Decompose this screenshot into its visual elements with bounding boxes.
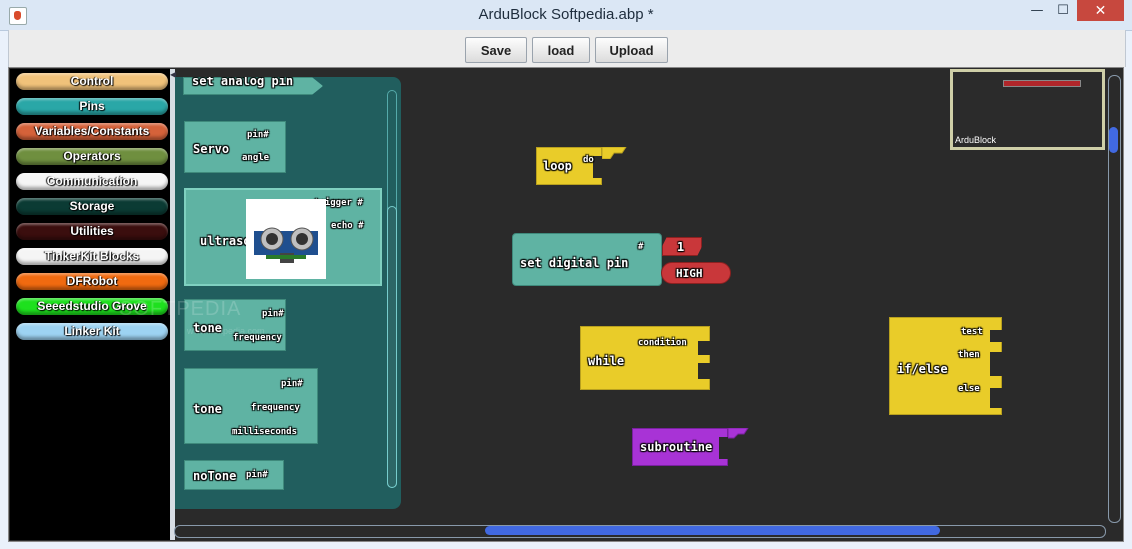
- loop-do-label: do: [583, 155, 594, 165]
- while-block[interactable]: while condition: [580, 326, 712, 390]
- minimap-label: ArduBlock: [955, 135, 997, 145]
- horizontal-scroll-thumb[interactable]: [485, 526, 940, 535]
- minimize-button[interactable]: —: [1030, 3, 1044, 18]
- subroutine-connector: [728, 428, 749, 439]
- toolbar: Save load Upload: [8, 30, 1126, 67]
- softpedia-watermark-url: www.softpedia.com: [187, 326, 265, 336]
- pin-number-block[interactable]: 1: [662, 237, 702, 256]
- category-operators[interactable]: Operators: [16, 148, 168, 165]
- set-digital-pin-label: set digital pin: [520, 256, 629, 270]
- if-test-label: test: [961, 327, 983, 337]
- upload-button[interactable]: Upload: [595, 37, 668, 63]
- window-title: ArduBlock Softpedia.abp *: [478, 6, 654, 23]
- category-utilities[interactable]: Utilities: [16, 223, 168, 240]
- maximize-button[interactable]: ☐: [1057, 3, 1069, 18]
- set-digital-pin-block[interactable]: set digital pin #: [512, 233, 662, 286]
- if-else-block[interactable]: if/else test then else: [889, 317, 1004, 415]
- subroutine-label: subroutine: [640, 440, 713, 454]
- load-button[interactable]: load: [532, 37, 590, 63]
- category-linker-kit[interactable]: Linker Kit: [16, 323, 168, 340]
- ultrasonic-sensor-image: [246, 199, 326, 279]
- category-control[interactable]: Control: [16, 73, 168, 90]
- minimap-viewport: [1003, 80, 1081, 87]
- java-app-icon[interactable]: [9, 7, 27, 25]
- while-label: while: [588, 354, 625, 368]
- category-communication[interactable]: Communication: [16, 173, 168, 190]
- category-tinkerkit-blocks[interactable]: TinkerKit Blocks: [16, 248, 168, 265]
- loop-block[interactable]: loop do: [536, 147, 607, 185]
- ultrasonic-block[interactable]: ultrasonic trigger # echo #: [184, 188, 382, 286]
- set-analog-pin-block[interactable]: set analog pin: [183, 77, 323, 95]
- save-button[interactable]: Save: [465, 37, 527, 63]
- softpedia-watermark: SOFTPEDIA: [119, 298, 242, 320]
- if-else-label: if/else: [897, 362, 948, 376]
- notone-block[interactable]: noTone pin#: [184, 460, 284, 490]
- category-pins[interactable]: Pins: [16, 98, 168, 115]
- if-then-label: then: [958, 350, 980, 360]
- block-palette[interactable]: set analog pin Servo pin# angle ultrason…: [175, 77, 401, 509]
- tone-block[interactable]: tone pin# frequency: [184, 299, 286, 351]
- pin-state-block[interactable]: HIGH: [661, 262, 731, 284]
- collapse-arrow-icon[interactable]: ◀: [170, 70, 177, 79]
- vertical-scroll-thumb[interactable]: [1109, 127, 1118, 153]
- category-seeedstudio-grove[interactable]: Seeedstudio Grove: [16, 298, 168, 315]
- loop-label: loop: [543, 159, 572, 173]
- tone-milliseconds-block[interactable]: tone pin# frequency milliseconds: [184, 368, 318, 444]
- category-dfrobot[interactable]: DFRobot: [16, 273, 168, 290]
- title-bar: ArduBlock Softpedia.abp * — ☐ ✕: [0, 0, 1132, 31]
- close-button[interactable]: ✕: [1077, 0, 1124, 21]
- minimap[interactable]: ArduBlock: [950, 69, 1105, 150]
- subroutine-block[interactable]: subroutine: [632, 428, 731, 466]
- vertical-scrollbar[interactable]: [1108, 75, 1121, 523]
- splitter-handle[interactable]: [170, 69, 175, 540]
- while-condition-label: condition: [638, 338, 687, 348]
- servo-block[interactable]: Servo pin# angle: [184, 121, 286, 173]
- pin-number-label: #: [638, 242, 644, 252]
- block-canvas[interactable]: loop do set digital pin # 1 HIGH while c…: [175, 69, 1124, 540]
- category-storage[interactable]: Storage: [16, 198, 168, 215]
- palette-scroll-thumb[interactable]: [387, 206, 397, 488]
- if-else-socket-label: else: [958, 384, 980, 394]
- category-variables-constants[interactable]: Variables/Constants: [16, 123, 168, 140]
- loop-do-connector: [602, 147, 627, 159]
